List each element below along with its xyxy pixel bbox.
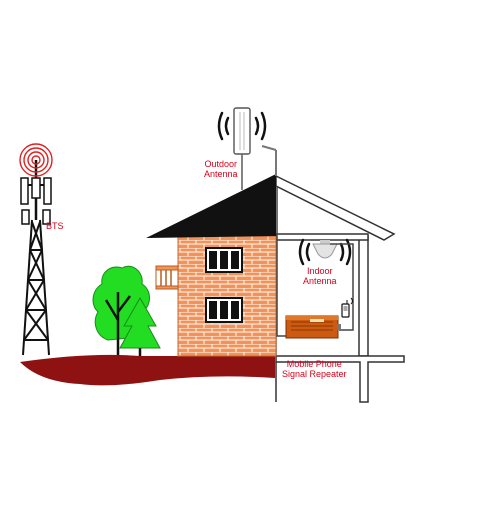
balcony [155, 265, 179, 290]
outdoor-antenna-label-line1: Outdoor [204, 159, 238, 169]
bts-label-text: BTS [46, 221, 64, 231]
outdoor-antenna-signal-icon [217, 111, 267, 141]
tree-pine [119, 296, 161, 356]
indoor-antenna-label-line1: Indoor [307, 266, 333, 276]
indoor-antenna-signal-icon [298, 238, 352, 266]
ground [20, 354, 275, 386]
cable [276, 186, 354, 337]
roof-right [275, 174, 396, 241]
indoor-antenna-label: Indoor Antenna [303, 266, 337, 286]
window-lower [205, 297, 243, 323]
indoor-antenna-label-line2: Antenna [303, 276, 337, 286]
bts-signal-icon [19, 143, 53, 177]
outdoor-antenna-label-line2: Antenna [204, 169, 238, 179]
bts-tower [22, 160, 50, 356]
window-upper [205, 247, 243, 273]
bts-antenna-panels [20, 177, 52, 225]
indoor-antenna [312, 240, 338, 259]
signal-repeater-device [285, 315, 341, 339]
mobile-phone-icon [341, 297, 353, 318]
roof-black [146, 174, 276, 238]
repeater-label: Mobile Phone Signal Repeater [282, 359, 347, 379]
bts-label: BTS [46, 221, 64, 231]
repeater-label-line2: Signal Repeater [282, 369, 347, 379]
outdoor-antenna [233, 107, 277, 190]
outdoor-antenna-label: Outdoor Antenna [204, 159, 238, 179]
repeater-label-line1: Mobile Phone [286, 359, 342, 369]
